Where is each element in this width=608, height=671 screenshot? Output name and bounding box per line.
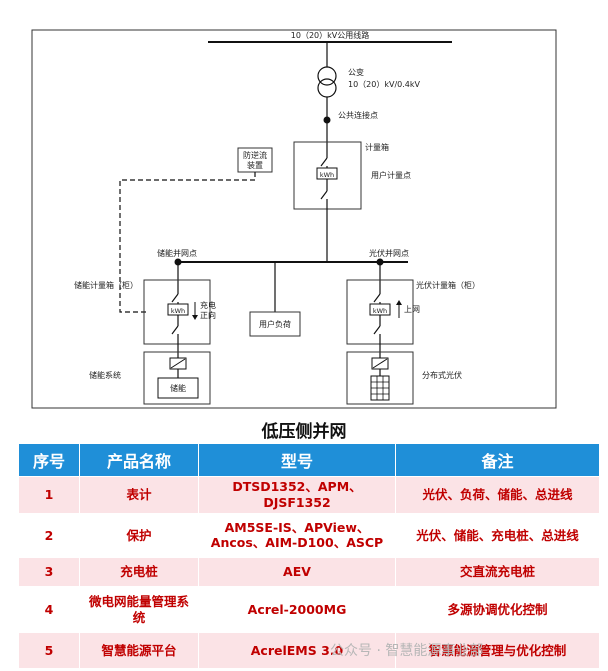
table-row: 3 充电桩 AEV 交直流充电桩 — [18, 556, 600, 588]
watermark-text: 公众号 · 智慧能源事业部 — [330, 643, 484, 659]
user-load-label: 用户负荷 — [259, 319, 291, 329]
cell-no: 3 — [18, 556, 80, 588]
pv-point-label: 光伏并网点 — [369, 248, 409, 258]
storage-meter-box — [143, 279, 211, 345]
storage-system-label: 储能系统 — [89, 370, 121, 380]
anti-backflow-label-2: 装置 — [247, 160, 263, 170]
cell-note: 光伏、负荷、储能、总进线 — [395, 476, 600, 514]
meter-box-switch-2 — [320, 190, 328, 200]
cell-model: Acrel-2000MG — [198, 586, 396, 634]
pv-system-label: 分布式光伏 — [422, 370, 462, 380]
storage-meter-label: 储能计量箱（柜） — [74, 280, 138, 290]
header-model: 型号 — [198, 443, 396, 477]
charge-label-1: 充电 — [200, 300, 216, 310]
storage-switch-2 — [171, 325, 179, 335]
control-dashed-line — [119, 172, 256, 313]
diagram-caption: 低压侧并网 — [261, 422, 347, 442]
pv-system-box — [346, 351, 414, 405]
header-name: 产品名称 — [79, 443, 199, 477]
cell-note: 智慧能源管理与优化控制 — [395, 632, 600, 669]
grid-label: 上网 — [404, 305, 420, 314]
anti-backflow-label-1: 防逆流 — [243, 150, 267, 160]
pv-inverter-slash — [372, 358, 388, 369]
storage-kwh-text: kWh — [171, 307, 185, 315]
anti-backflow-device — [237, 147, 273, 173]
meter-box-kwh-text: kWh — [320, 171, 334, 179]
cell-no: 5 — [18, 632, 80, 669]
charge-label-2: 正向 — [200, 310, 216, 320]
transformer-coil-lower — [317, 78, 337, 98]
table-row: 2 保护 AM5SE-IS、APView、Ancos、AIM-D100、ASCP… — [18, 512, 600, 558]
cell-name: 微电网能量管理系统 — [79, 586, 199, 634]
cell-no: 4 — [18, 586, 80, 634]
storage-point-label: 储能并网点 — [157, 248, 197, 258]
cell-model: AM5SE-IS、APView、Ancos、AIM-D100、ASCP — [198, 512, 396, 558]
charge-arrow-head — [192, 315, 198, 320]
storage-switch — [171, 293, 179, 303]
storage-battery-label: 储能 — [170, 383, 186, 393]
cell-note: 光伏、储能、充电桩、总进线 — [395, 512, 600, 558]
table-row: 4 微电网能量管理系统 Acrel-2000MG 多源协调优化控制 — [18, 586, 600, 634]
pv-panel-icon — [370, 375, 390, 401]
pv-meter-label: 光伏计量箱（柜） — [416, 280, 480, 290]
grid-arrow-head — [396, 300, 402, 305]
header-note: 备注 — [395, 443, 600, 477]
pv-switch — [373, 293, 381, 303]
cell-model: AEV — [198, 556, 396, 588]
cell-name: 智慧能源平台 — [79, 632, 199, 669]
meter-box-switch — [320, 157, 328, 167]
product-table: 序号 产品名称 型号 备注 1 表计 DTSD1352、APM、DJSF1352… — [18, 443, 600, 669]
pcc-dot — [323, 116, 331, 124]
cell-no: 1 — [18, 476, 80, 514]
cell-name: 充电桩 — [79, 556, 199, 588]
cell-model: AcrelEMS 3.0 — [198, 632, 396, 669]
cell-note: 交直流充电桩 — [395, 556, 600, 588]
table-row: 1 表计 DTSD1352、APM、DJSF1352 光伏、负荷、储能、总进线 — [18, 476, 600, 514]
table-row: 5 智慧能源平台 AcrelEMS 3.0 智慧能源管理与优化控制 — [18, 632, 600, 669]
transformer-coil-upper — [317, 66, 337, 86]
table-header-row: 序号 产品名称 型号 备注 — [18, 443, 600, 477]
user-load-box — [249, 311, 301, 337]
storage-battery-box — [157, 377, 199, 399]
grid-connection-diagram: 10（20）kV公用线路 公变 10（20）kV/0.4kV 公共连接点 计量箱… — [31, 29, 557, 409]
diagram-frame — [31, 29, 557, 409]
user-meter-label: 用户计量点 — [371, 170, 411, 180]
cell-name: 表计 — [79, 476, 199, 514]
cell-model: DTSD1352、APM、DJSF1352 — [198, 476, 396, 514]
cell-no: 2 — [18, 512, 80, 558]
transformer-ratio-label: 10（20）kV/0.4kV — [348, 80, 421, 89]
meter-box-label: 计量箱 — [365, 142, 389, 152]
pv-kwh-text: kWh — [373, 307, 387, 315]
pv-switch-2 — [373, 325, 381, 335]
header-no: 序号 — [18, 443, 80, 477]
hv-line-label: 10（20）kV公用线路 — [291, 30, 369, 40]
cell-note: 多源协调优化控制 — [395, 586, 600, 634]
storage-system-box — [143, 351, 211, 405]
pcc-label: 公共连接点 — [338, 110, 378, 120]
cell-name: 保护 — [79, 512, 199, 558]
storage-inverter-slash — [170, 358, 186, 369]
transformer-label: 公变 — [348, 67, 364, 77]
